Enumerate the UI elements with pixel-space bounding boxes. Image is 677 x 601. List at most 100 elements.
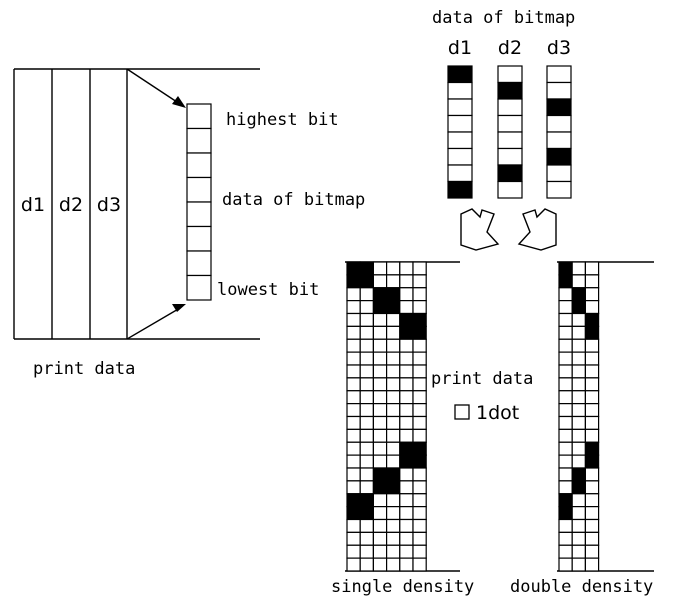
print-dot-empty [386, 338, 401, 353]
column-label-d3: d3 [97, 194, 121, 216]
print-dot-empty [372, 506, 388, 521]
print-dot-empty [571, 274, 587, 289]
byte-label-d1: d1 [448, 37, 472, 59]
print-dot-filled [558, 261, 573, 276]
bitmap-bytes-panel: data of bitmap d1 d2 d3 [432, 8, 575, 199]
print-dot-empty [558, 415, 573, 430]
print-dot-empty [346, 364, 361, 379]
double-density-caption: double density [510, 577, 653, 597]
print-dot-empty [372, 338, 388, 353]
print-dot-empty [359, 428, 375, 443]
dot-legend-square [454, 404, 470, 420]
print-dot-filled [346, 274, 361, 289]
print-dot-empty [584, 274, 600, 289]
print-dot-empty [399, 493, 414, 508]
bitmap-bit-clear [497, 65, 523, 84]
print-dot-empty [372, 403, 388, 418]
print-dot-empty [571, 325, 587, 340]
dot-legend-label: 1dot [476, 402, 519, 424]
print-dot-empty [558, 364, 573, 379]
print-dot-filled [359, 506, 375, 521]
print-dot-empty [584, 261, 600, 276]
print-dot-empty [359, 467, 375, 482]
print-grids-panel: print data 1dot single density double de… [331, 261, 654, 597]
arrow-down-right-icon [517, 208, 557, 251]
print-dot-empty [584, 287, 600, 302]
byte-label-d2: d2 [498, 37, 522, 59]
print-dot-empty [558, 287, 573, 302]
print-dot-empty [346, 300, 361, 315]
print-dot-filled [584, 325, 600, 340]
print-dot-empty [386, 403, 401, 418]
print-dot-empty [399, 506, 414, 521]
print-dot-empty [558, 403, 573, 418]
print-dot-filled [372, 300, 388, 315]
print-dot-empty [571, 377, 587, 392]
print-dot-empty [571, 351, 587, 366]
print-dot-empty [584, 467, 600, 482]
print-dot-empty [399, 377, 414, 392]
print-dot-empty [346, 531, 361, 546]
print-dot-empty [412, 274, 427, 289]
print-dot-empty [372, 274, 388, 289]
print-dot-empty [584, 415, 600, 430]
print-dot-filled [386, 480, 401, 495]
bitmap-bit-clear [497, 180, 523, 199]
print-dot-filled [359, 493, 375, 508]
print-dot-empty [386, 454, 401, 469]
bitmap-bit-clear [447, 98, 473, 117]
print-dot-empty [584, 544, 600, 559]
column-label-d1: d1 [21, 194, 45, 216]
print-dot-empty [412, 287, 427, 302]
print-dot-empty [412, 518, 427, 533]
print-dot-filled [372, 287, 388, 302]
print-dot-empty [584, 338, 600, 353]
print-dot-empty [571, 557, 587, 572]
bit-cell [186, 225, 212, 252]
print-dot-empty [412, 531, 427, 546]
bitmap-bit-clear [497, 131, 523, 150]
print-dot-empty [386, 506, 401, 521]
arrow-down-left-icon [460, 208, 500, 251]
print-dot-empty [399, 467, 414, 482]
print-dot-empty [372, 454, 388, 469]
bitmap-bit-clear [546, 164, 572, 183]
print-dot-empty [359, 557, 375, 572]
print-dot-empty [412, 506, 427, 521]
bit-cell [186, 201, 212, 228]
print-dot-empty [359, 454, 375, 469]
byte-data-label: data of bitmap [222, 190, 365, 210]
print-dot-empty [571, 338, 587, 353]
print-dot-empty [571, 441, 587, 456]
print-dot-empty [584, 300, 600, 315]
print-dot-empty [359, 390, 375, 405]
single-density-grid [346, 261, 427, 572]
print-dot-empty [399, 544, 414, 559]
print-dot-empty [386, 493, 401, 508]
print-dot-filled [412, 454, 427, 469]
bitmap-bit-clear [497, 114, 523, 133]
print-dot-empty [584, 428, 600, 443]
bit-cell [186, 274, 212, 301]
print-dot-empty [372, 351, 388, 366]
print-dot-empty [346, 312, 361, 327]
print-dot-empty [359, 300, 375, 315]
print-dot-empty [399, 390, 414, 405]
print-dot-filled [372, 480, 388, 495]
print-dot-empty [399, 480, 414, 495]
print-dot-empty [372, 261, 388, 276]
print-dot-empty [346, 325, 361, 340]
print-dot-empty [412, 403, 427, 418]
print-dot-empty [584, 493, 600, 508]
print-dot-filled [571, 480, 587, 495]
print-dot-empty [372, 390, 388, 405]
print-dot-empty [359, 480, 375, 495]
print-dot-empty [558, 312, 573, 327]
print-dot-empty [558, 454, 573, 469]
print-dot-filled [412, 312, 427, 327]
print-dot-empty [558, 467, 573, 482]
print-dot-empty [584, 377, 600, 392]
print-dot-empty [412, 351, 427, 366]
bit-cell [186, 152, 212, 179]
